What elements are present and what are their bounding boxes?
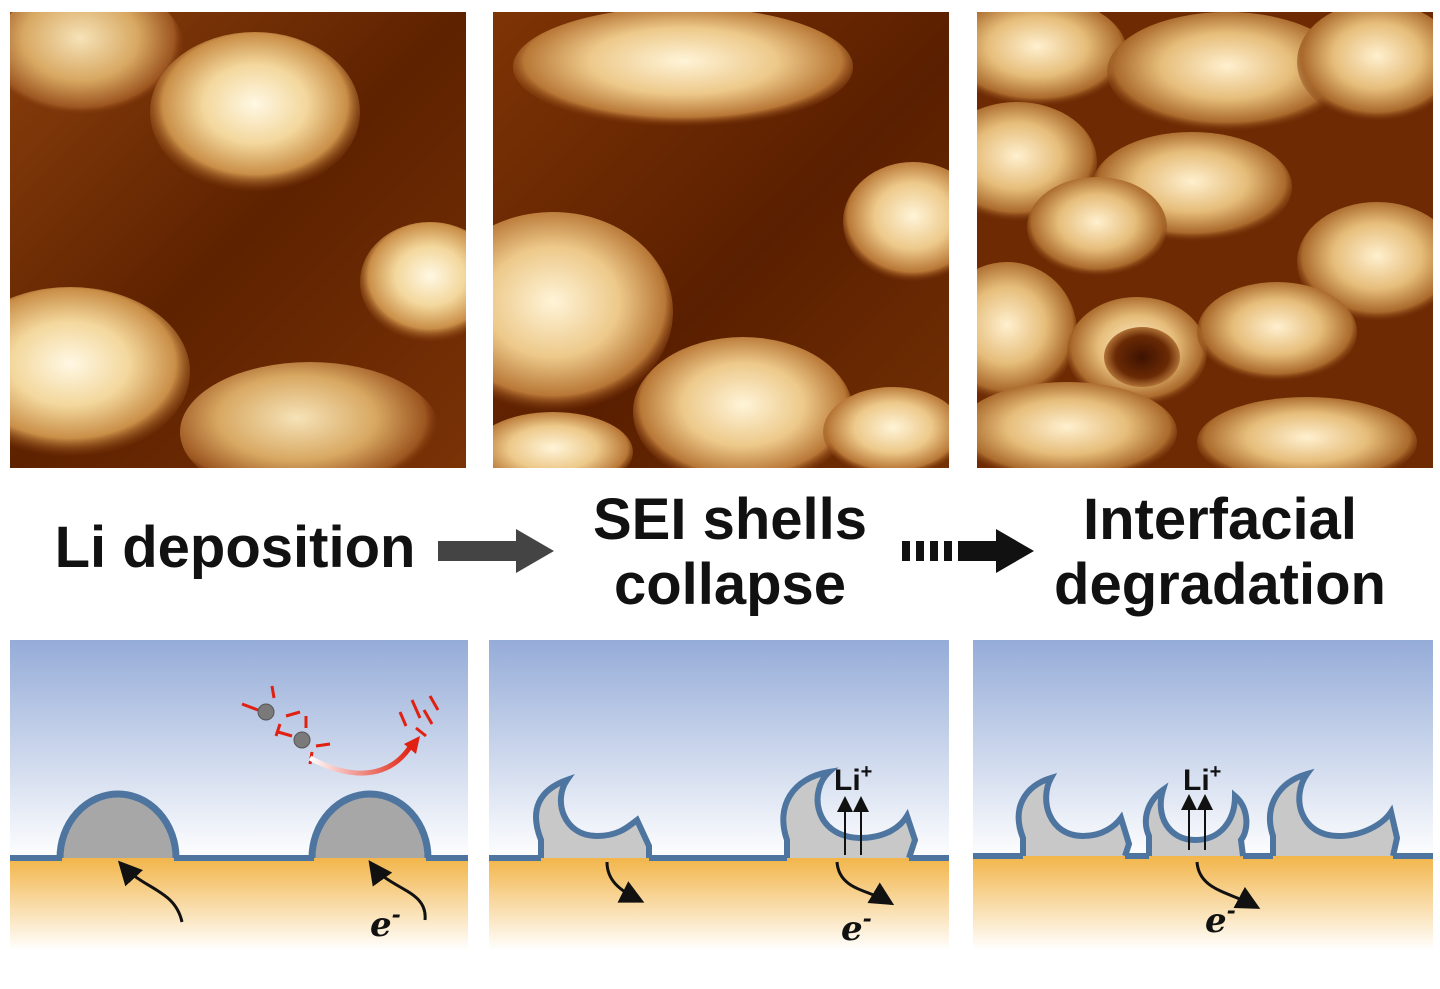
lithium-deposit [56,790,180,859]
schematic-sei-collapse: Li+ e- [489,640,949,950]
afm-image-li-deposition [10,12,466,468]
afm-image-sei-collapse [493,12,949,468]
stage-label-text: Li deposition [54,515,416,580]
afm-image-interfacial-degradation [977,12,1433,468]
schematic-interfacial-degradation: Li+ e- [973,640,1433,950]
stage-label-line-1: Interfacial [1083,487,1357,552]
electron-label: e- [370,902,401,945]
lithium-deposit [308,790,432,859]
electron-label: e- [841,906,872,949]
decomposition-products [398,695,440,738]
solvent-molecule [277,716,331,765]
stage-label-li-deposition: Li deposition [30,515,440,581]
stage-label-line-2: collapse [613,551,847,617]
collapsed-sei-shell [1267,768,1401,857]
stage-label-line-2: degradation [1054,551,1386,617]
lithium-ion-label: Li+ [1183,761,1221,797]
stage-label-line-1: SEI shells [592,487,868,552]
schematic-li-deposition: e- [10,640,468,950]
solid-arrow [438,529,554,573]
dashed-arrow [902,529,1034,573]
solvent-molecule [241,685,301,737]
collapsed-sei-shell [1142,782,1250,857]
electron-label: e- [1205,898,1236,941]
collapsed-sei-shell [1015,772,1133,857]
collapsed-sei-shell [780,767,919,859]
lithium-ion-label: Li+ [834,761,872,797]
stage-label-interfacial-degradation: Interfacial degradation [1010,487,1430,618]
stage-label-sei-shells-collapse: SEI shells collapse [540,487,920,618]
collapsed-sei-shell [533,774,652,858]
